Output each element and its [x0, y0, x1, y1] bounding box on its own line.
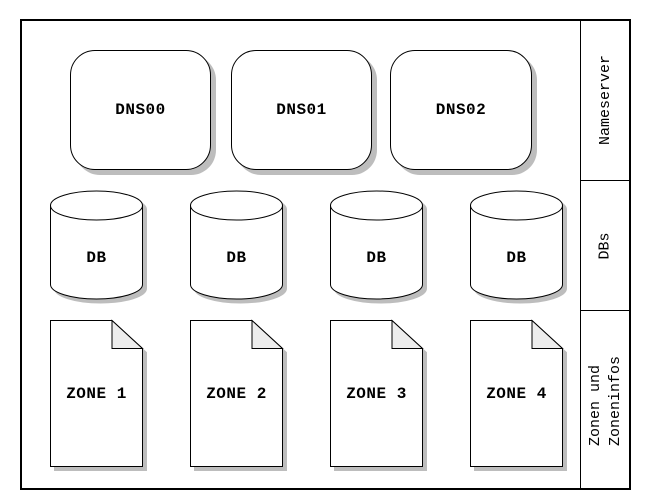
node-dns02: DNS02 [390, 50, 532, 170]
document-shape [470, 319, 567, 471]
node-db-1-label: DB [86, 249, 107, 267]
folded-corner [391, 319, 424, 349]
database-cylinder-shape [190, 190, 287, 304]
sidebar-section-zones: Zonen und Zoneninfos [581, 310, 631, 490]
sidebar-section-dbs-label: DBs [596, 231, 614, 260]
node-zone-3-label: ZONE 3 [346, 384, 407, 403]
node-zone-1: ZONE 1 [50, 319, 147, 471]
sidebar-section-dbs: DBs [581, 180, 631, 310]
node-zone-4-label: ZONE 4 [486, 384, 547, 403]
node-dns00-label: DNS00 [115, 101, 166, 119]
database-cylinder-shape [330, 190, 427, 304]
document-shape [330, 319, 427, 471]
sidebar-section-nameserver: Nameserver [581, 19, 631, 180]
node-zone-3: ZONE 3 [330, 319, 427, 471]
sidebar-section-zones-label: Zonen und Zoneninfos [587, 355, 625, 446]
node-db-3-label: DB [366, 249, 387, 267]
folded-corner [251, 319, 284, 349]
folded-corner [531, 319, 564, 349]
node-zone-2-label: ZONE 2 [206, 384, 267, 403]
diagram-border [20, 19, 631, 490]
node-db-2-label: DB [226, 249, 247, 267]
document-shape [190, 319, 287, 471]
database-cylinder-shape [470, 190, 567, 304]
legend-sidebar: Nameserver DBs Zonen und Zoneninfos [580, 19, 631, 490]
node-db-4-label: DB [506, 249, 527, 267]
document-shape [50, 319, 147, 471]
node-db-4: DB [470, 190, 567, 304]
node-dns01: DNS01 [231, 50, 372, 170]
folded-corner [111, 319, 144, 349]
node-dns01-label: DNS01 [276, 101, 327, 119]
node-db-1: DB [50, 190, 147, 304]
database-cylinder-shape [50, 190, 147, 304]
node-db-3: DB [330, 190, 427, 304]
sidebar-section-nameserver-label: Nameserver [597, 54, 615, 145]
node-db-2: DB [190, 190, 287, 304]
node-zone-1-label: ZONE 1 [66, 384, 127, 403]
node-dns02-label: DNS02 [435, 101, 487, 119]
node-zone-4: ZONE 4 [470, 319, 567, 471]
node-zone-2: ZONE 2 [190, 319, 287, 471]
node-dns00: DNS00 [70, 50, 211, 170]
